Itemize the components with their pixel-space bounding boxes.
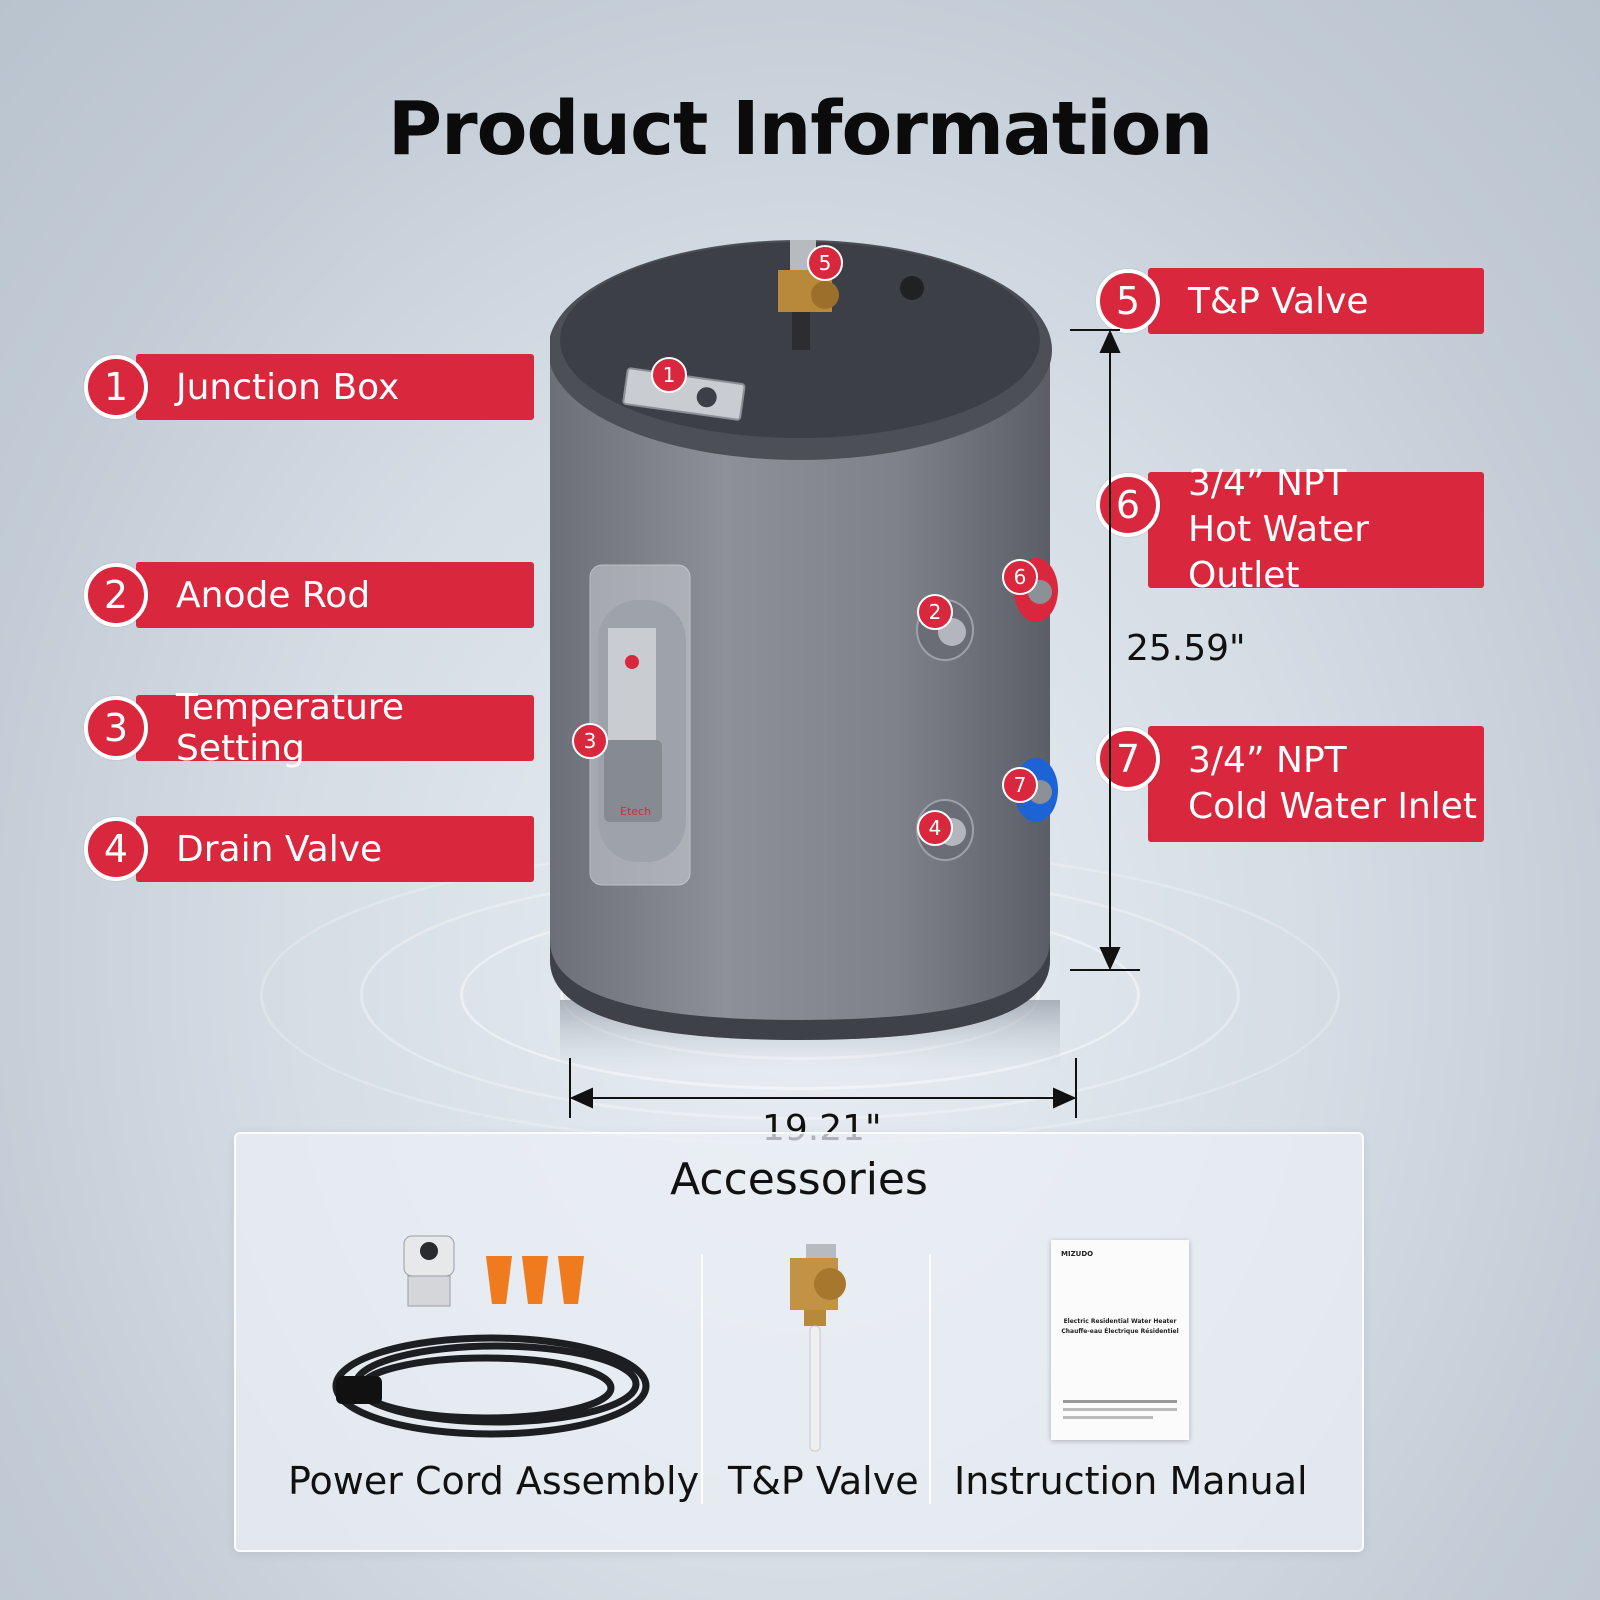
marker-3: 3 [572, 723, 608, 759]
tank-top-port [900, 276, 924, 300]
accessories-panel: Accessories MIZUDO Electric Reside [234, 1132, 1364, 1552]
accessory-divider [929, 1254, 931, 1504]
water-heater-tank: Etech [550, 240, 1060, 1070]
callout-label: Anode Rod [176, 574, 371, 616]
callout-label-line1: 3/4” NPT [1188, 463, 1347, 504]
accessory-label-tp-valve: T&P Valve [728, 1459, 919, 1503]
cable-gland [403, 1235, 455, 1307]
callout-label: Temperature Setting [176, 687, 405, 769]
accessory-label-manual: Instruction Manual [954, 1459, 1308, 1503]
callout-number: 5 [1096, 269, 1160, 333]
manual-brand: MIZUDO [1061, 1250, 1094, 1258]
accessories-title: Accessories [670, 1154, 928, 1205]
tp-valve-image [790, 1244, 846, 1452]
callout-number: 3 [84, 696, 148, 760]
callout-label-line2: Cold Water Inlet [1188, 786, 1478, 827]
marker-6: 6 [1002, 559, 1038, 595]
wire-nuts [486, 1256, 584, 1304]
callout-label: Junction Box [176, 366, 400, 408]
marker-2: 2 [917, 594, 953, 630]
tp-valve [778, 240, 839, 350]
plug [336, 1376, 382, 1404]
callout-number: 6 [1096, 473, 1160, 537]
marker-4: 4 [917, 810, 953, 846]
callout-label-line2: Hot Water Outlet [1188, 509, 1370, 596]
callout-number: 7 [1096, 727, 1160, 791]
accessory-divider [701, 1254, 703, 1504]
callout-label-line1: 3/4” NPT [1188, 740, 1347, 781]
instruction-manual-image: MIZUDO Electric Residential Water Heater… [1051, 1240, 1189, 1440]
power-cord-assembly-image [332, 1235, 650, 1438]
marker-7: 7 [1002, 767, 1038, 803]
callout-label: T&P Valve [1188, 280, 1369, 322]
callout-number: 1 [84, 355, 148, 419]
callout-number: 2 [84, 563, 148, 627]
page-title: Product Information [387, 86, 1213, 172]
manual-heading-fr: Chauffe-eau Électrique Résidentiel [1061, 1328, 1179, 1335]
height-dimension-line [1070, 329, 1140, 971]
marker-1: 1 [651, 357, 687, 393]
manual-heading-en: Electric Residential Water Heater [1063, 1318, 1177, 1325]
callout-label: Drain Valve [176, 828, 383, 870]
height-dimension: 25.59" [1126, 628, 1246, 669]
temperature-control-panel: Etech [589, 564, 691, 886]
marker-5: 5 [807, 245, 843, 281]
tank-bottom-band [550, 940, 1050, 1040]
tank-brand-logo: Etech [620, 805, 651, 818]
accessory-label-power-cord: Power Cord Assembly [288, 1459, 700, 1503]
width-dimension-line [569, 1058, 1077, 1118]
callout-number: 4 [84, 817, 148, 881]
power-cord [332, 1334, 650, 1438]
